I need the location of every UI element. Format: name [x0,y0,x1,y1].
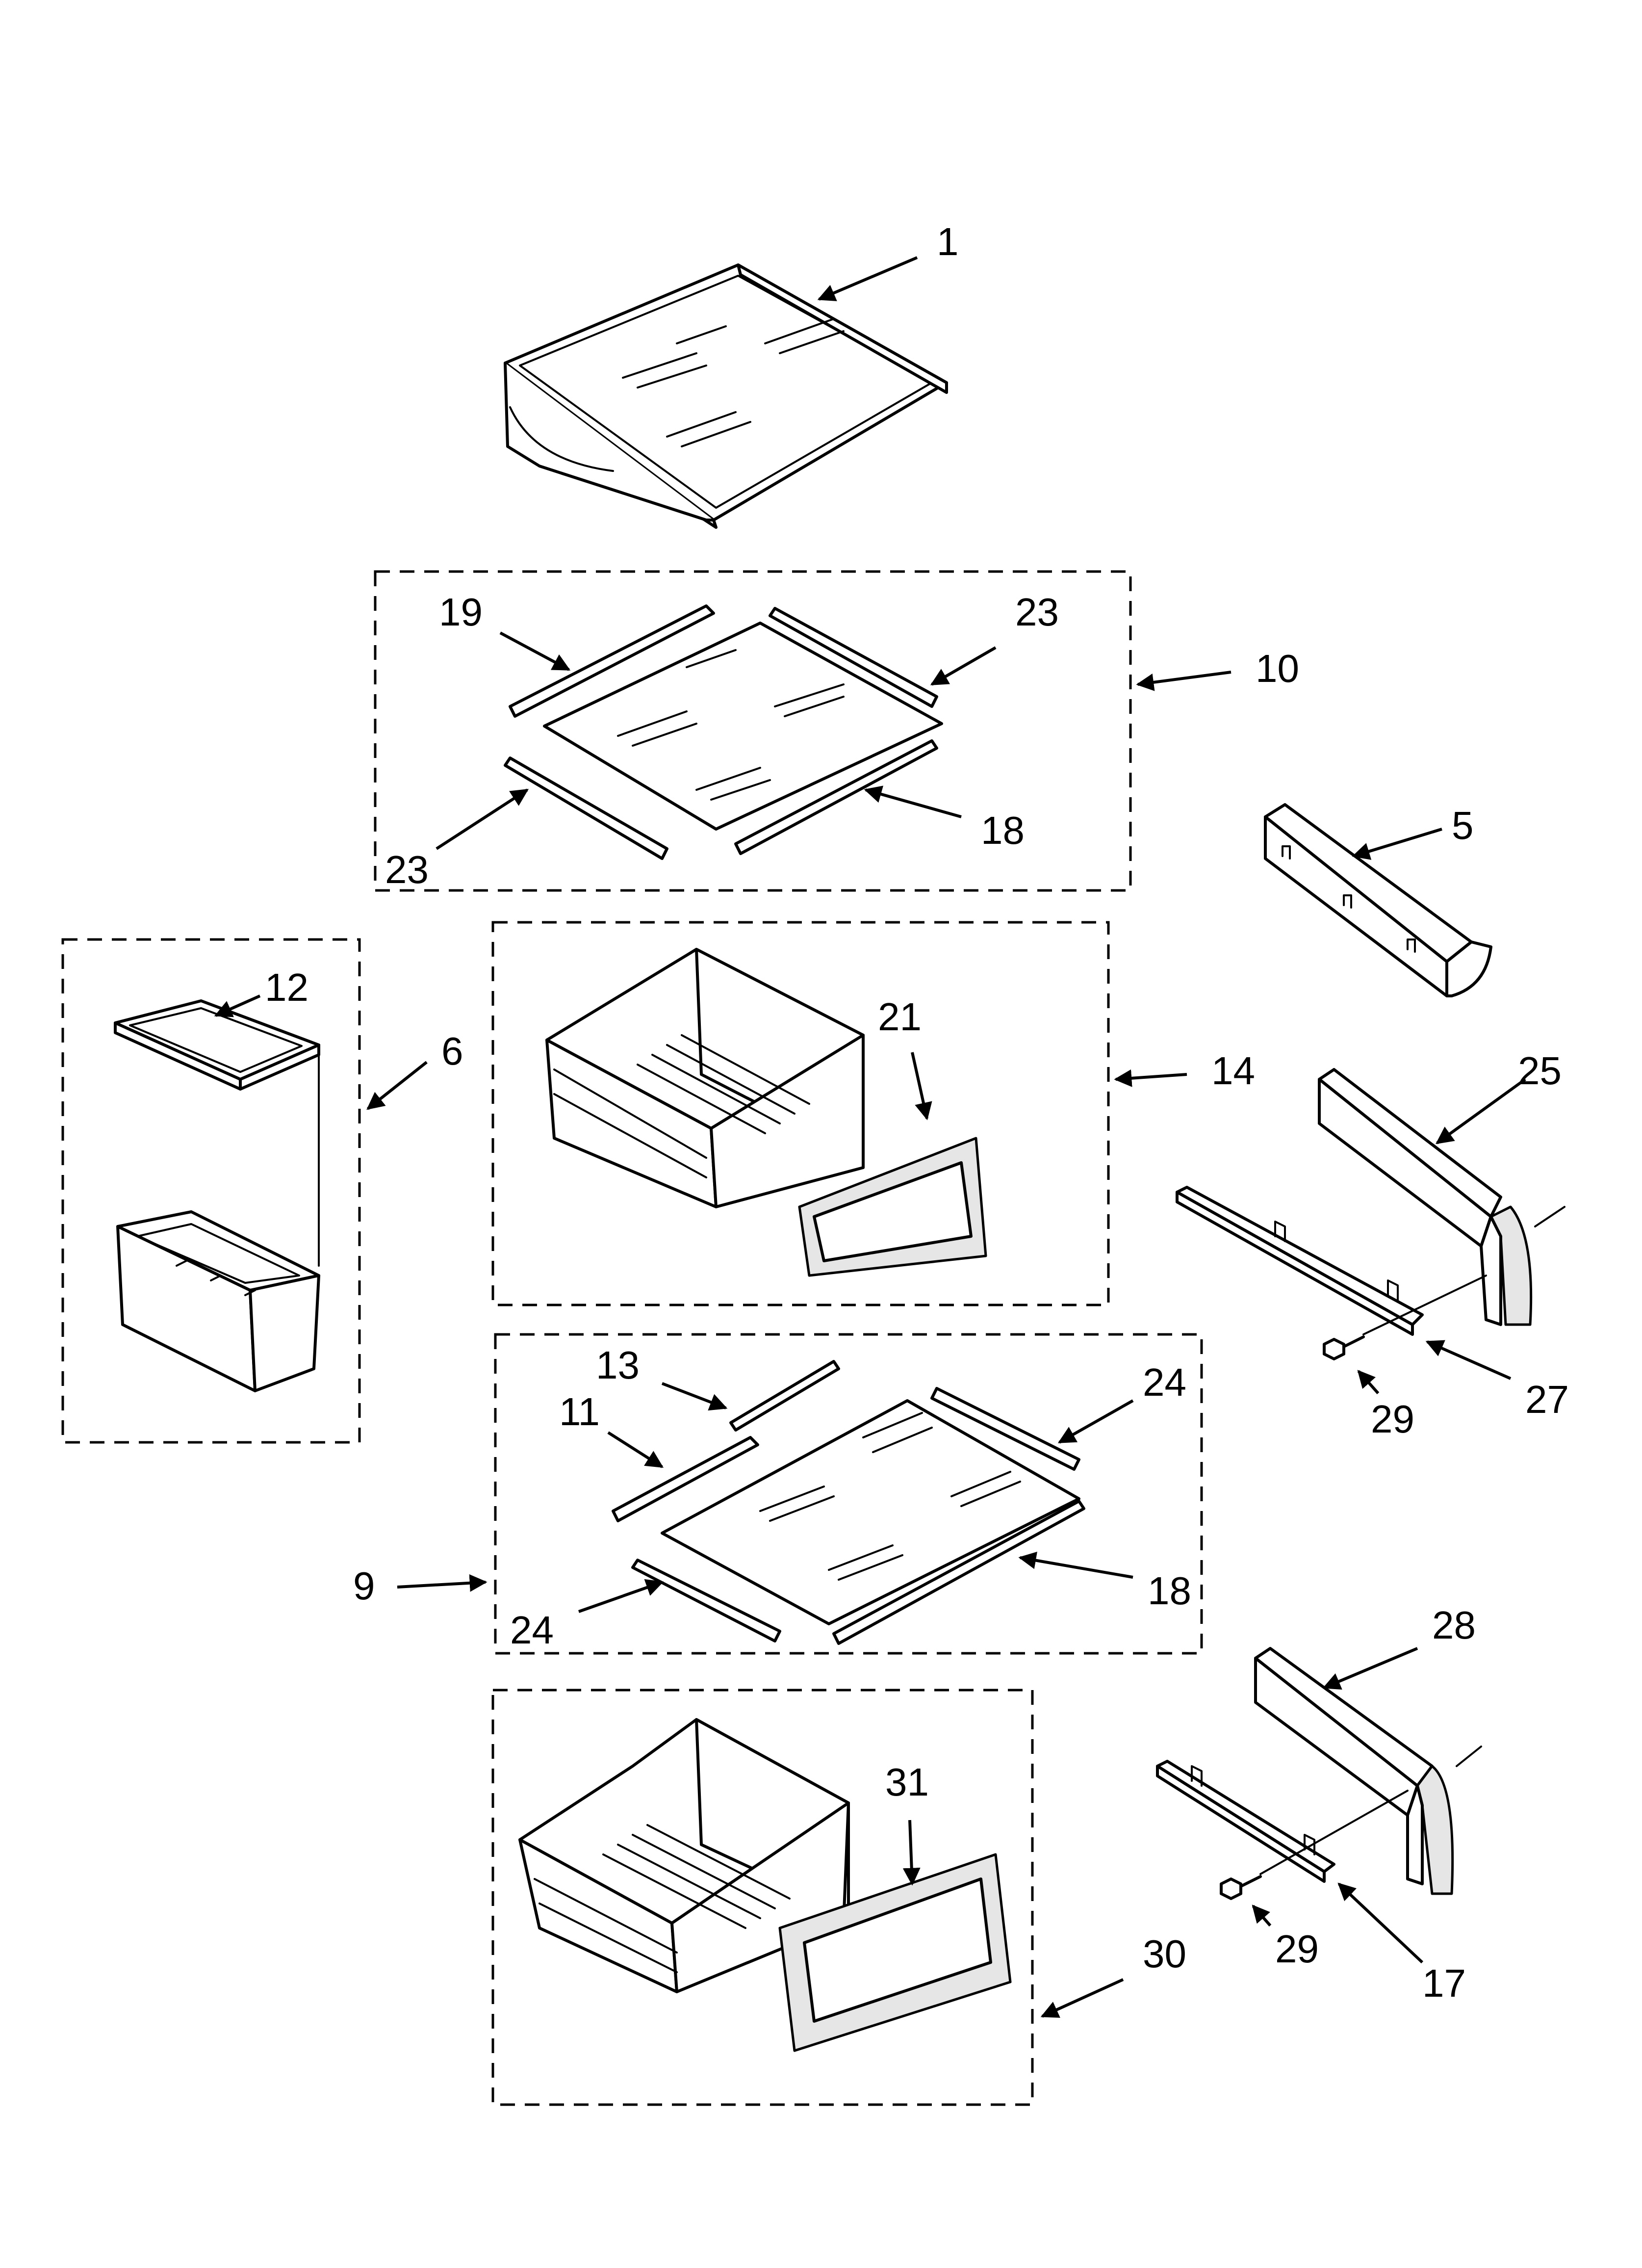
svg-text:11: 11 [559,1390,600,1434]
callout-18-top: 18 [864,785,1025,852]
callout-28: 28 [1322,1603,1476,1690]
svg-text:28: 28 [1432,1603,1476,1647]
svg-text:24: 24 [510,1608,554,1652]
svg-text:14: 14 [1211,1049,1255,1093]
crisper-support-part-5 [1264,803,1492,997]
svg-text:18: 18 [981,808,1025,852]
callout-14: 14 [1114,1049,1255,1093]
slide-assembly-part-28 [1254,1647,1454,1895]
callout-6: 6 [366,1029,463,1110]
leader-line-25-b [1534,1206,1565,1227]
group-box-9 [494,1333,1203,1655]
callout-1: 1 [817,220,959,301]
callout-23-top: 23 [930,590,1059,686]
svg-text:25: 25 [1518,1049,1562,1093]
svg-text:31: 31 [885,1760,929,1804]
glass-shelf-kit-10 [504,604,943,860]
group-box-6 [61,938,361,1444]
callout-24-top: 24 [1057,1360,1186,1444]
callout-27: 27 [1425,1340,1569,1421]
shelf-assembly-part-1 [504,263,948,529]
svg-text:29: 29 [1275,1927,1319,1971]
slide-assembly-part-25 [1318,1068,1533,1326]
callout-30: 30 [1040,1932,1186,2018]
leader-line-28 [1259,1790,1409,1875]
slide-rail-part-27 [1176,1186,1424,1336]
callout-12: 12 [214,965,308,1017]
svg-text:21: 21 [878,995,922,1039]
callout-29-bottom: 29 [1252,1904,1319,1971]
callout-21: 21 [878,995,932,1121]
group-box-30 [491,1689,1034,2106]
group-box-14 [491,921,1110,1306]
callout-10: 10 [1136,647,1299,691]
svg-text:27: 27 [1525,1378,1569,1421]
callout-19: 19 [439,590,571,671]
svg-text:10: 10 [1256,647,1299,690]
svg-text:23: 23 [1015,590,1059,634]
callout-17: 17 [1337,1882,1466,2005]
callout-9: 9 [353,1564,487,1608]
svg-text:13: 13 [596,1343,640,1387]
screw-part-29-top [1323,1335,1365,1360]
svg-text:17: 17 [1422,1961,1466,2005]
callout-31: 31 [885,1760,929,1886]
callout-5: 5 [1352,804,1474,860]
svg-text:6: 6 [441,1029,463,1073]
svg-text:12: 12 [265,965,308,1009]
crisper-cover-part-21 [798,1137,987,1277]
deli-drawer-6 [114,999,320,1392]
callout-25: 25 [1436,1049,1562,1145]
svg-text:23: 23 [385,848,429,891]
drawer-front-part-31 [778,1853,1012,2052]
crisper-drawer-14 [545,948,865,1208]
callout-13: 13 [596,1343,728,1411]
svg-text:1: 1 [937,220,959,263]
callout-29-top: 29 [1357,1370,1414,1441]
svg-text:30: 30 [1143,1932,1186,1976]
svg-text:24: 24 [1143,1360,1186,1404]
svg-text:18: 18 [1148,1569,1191,1613]
callout-11: 11 [559,1390,664,1468]
svg-text:5: 5 [1452,804,1474,847]
svg-text:29: 29 [1371,1397,1414,1441]
svg-text:9: 9 [353,1564,375,1608]
drawer-basket-30 [518,1718,850,1993]
svg-text:19: 19 [439,590,483,634]
callout-24-bottom: 24 [510,1579,664,1652]
callout-23-bottom: 23 [385,788,529,891]
slide-rail-part-17 [1156,1760,1335,1883]
callout-18-bottom: 18 [1018,1551,1191,1613]
leader-line-25 [1362,1275,1487,1335]
leader-line-28-b [1456,1746,1482,1767]
glass-shelf-kit-9 [612,1360,1085,1645]
group-box-10 [374,570,1132,892]
screw-part-29-bottom [1220,1875,1262,1900]
